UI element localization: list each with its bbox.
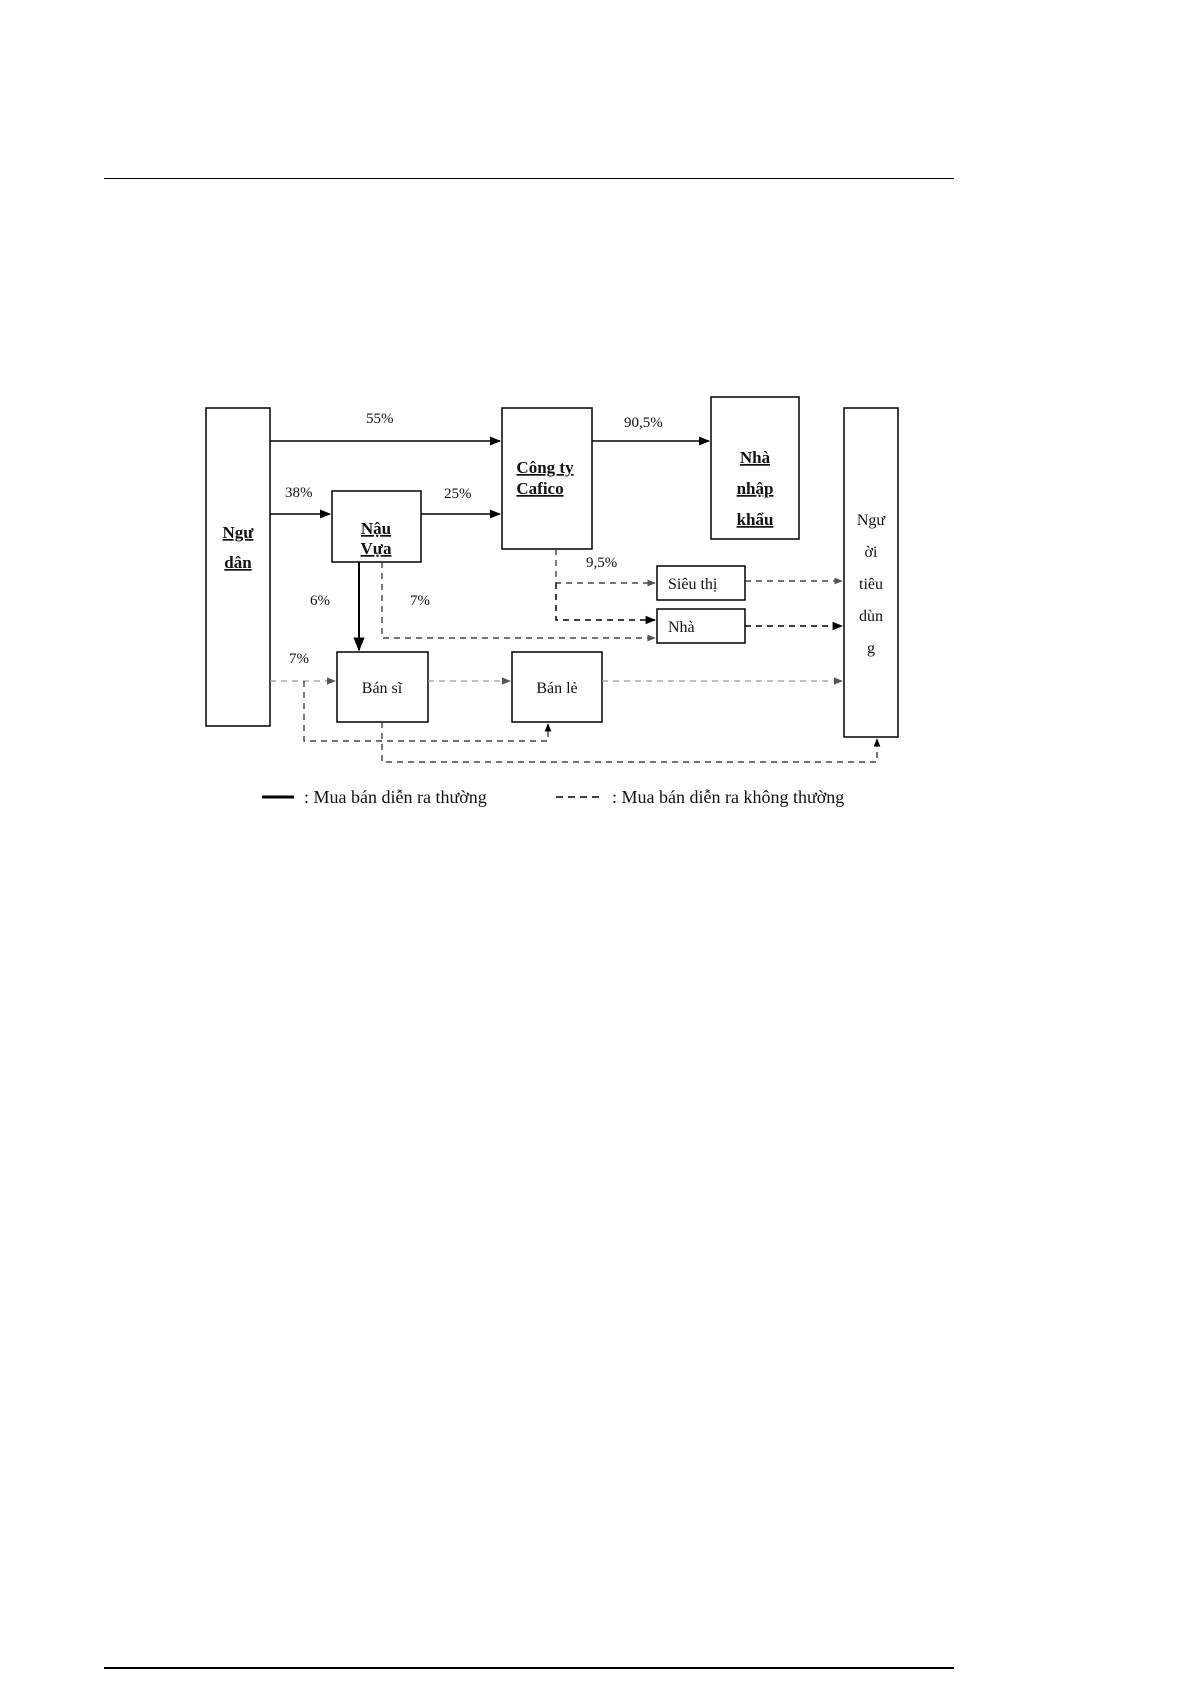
ngu-dan-line-1: Ngư bbox=[223, 523, 255, 542]
pct-nau-vua-to-cong-ty: 25% bbox=[444, 486, 472, 502]
legend-solid-label: : Mua bán diễn ra thường bbox=[304, 787, 487, 807]
arrow-cong-ty-to-nha bbox=[556, 583, 655, 620]
nha-nhap-khau-line-1: Nhà bbox=[740, 448, 771, 467]
node-cong-ty-cafico: Công ty Cafico bbox=[502, 408, 592, 549]
cong-ty-line-2: Cafico bbox=[516, 479, 563, 498]
node-ban-si: Bán sĩ bbox=[337, 652, 428, 722]
arrow-ban-si-to-nguoi-tieu-dung bbox=[382, 722, 877, 762]
nau-vua-line-2: Vựa bbox=[361, 539, 392, 558]
footer-rule bbox=[104, 1667, 954, 1669]
pct-ngu-dan-to-ban-si: 7% bbox=[289, 651, 309, 667]
cong-ty-line-1: Công ty bbox=[516, 458, 574, 477]
ban-le-label: Bán lẻ bbox=[536, 680, 577, 697]
supply-chain-diagram: Ngư dân Nậu Vựa Công ty Cafico Nhà nhập … bbox=[0, 0, 1192, 900]
nha-label: Nhà bbox=[668, 619, 695, 636]
node-nguoi-tieu-dung: Ngư ời tiêu dùn g bbox=[844, 408, 898, 737]
pct-cong-ty-to-nha-nhap-khau: 90,5% bbox=[624, 415, 663, 431]
node-nha: Nhà bbox=[657, 609, 745, 643]
ngu-dan-line-2: dân bbox=[224, 553, 252, 572]
nha-nhap-khau-line-2: nhập bbox=[737, 479, 774, 498]
nha-nhap-khau-line-3: khẩu bbox=[737, 510, 774, 529]
nguoi-tieu-dung-line-1: Ngư bbox=[857, 512, 887, 529]
node-ngu-dan: Ngư dân bbox=[206, 408, 270, 726]
nguoi-tieu-dung-line-2: ời bbox=[865, 544, 878, 561]
pct-cong-ty-to-sieu-thi: 9,5% bbox=[586, 555, 617, 571]
pct-nau-vua-to-nha: 7% bbox=[410, 593, 430, 609]
nguoi-tieu-dung-line-5: g bbox=[867, 640, 875, 657]
legend: : Mua bán diễn ra thường : Mua bán diễn … bbox=[262, 787, 844, 807]
node-sieu-thi: Siêu thị bbox=[657, 566, 745, 600]
legend-dashed-label: : Mua bán diễn ra không thường bbox=[612, 787, 844, 807]
nguoi-tieu-dung-line-4: dùn bbox=[859, 608, 883, 625]
nguoi-tieu-dung-line-3: tiêu bbox=[859, 576, 883, 593]
pct-ngu-dan-to-nau-vua: 38% bbox=[285, 485, 313, 501]
node-nha-nhap-khau: Nhà nhập khẩu bbox=[711, 397, 799, 539]
pct-ngu-dan-to-cong-ty: 55% bbox=[366, 411, 394, 427]
ban-si-label: Bán sĩ bbox=[362, 680, 403, 697]
nau-vua-line-1: Nậu bbox=[361, 519, 391, 538]
pct-nau-vua-to-ban-si: 6% bbox=[310, 593, 330, 609]
node-ban-le: Bán lẻ bbox=[512, 652, 602, 722]
node-nau-vua: Nậu Vựa bbox=[332, 491, 421, 562]
sieu-thi-label: Siêu thị bbox=[668, 576, 718, 593]
